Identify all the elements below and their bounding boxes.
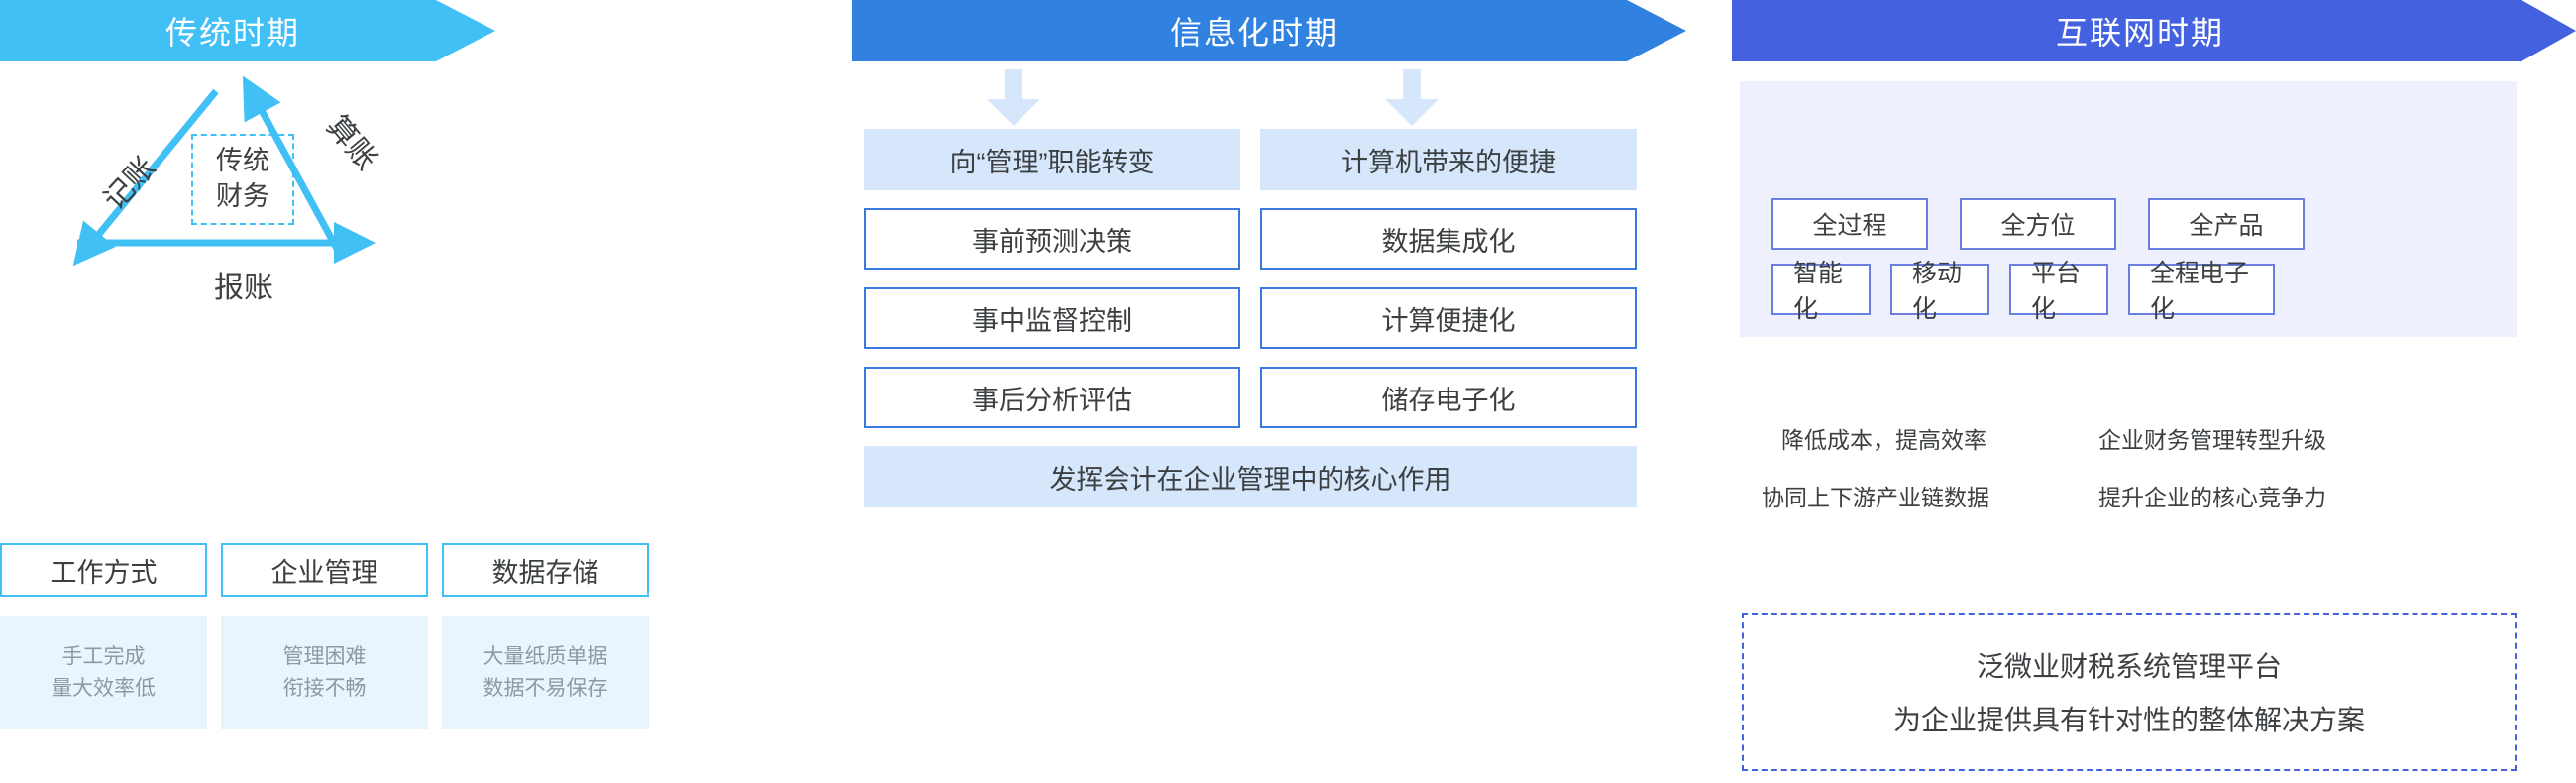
banner-arrow-tip [2522,0,2576,61]
platform-description: 为企业提供具有针对性的整体解决方案 [1892,705,2365,735]
card-sub-line-1: 大量纸质单据 [483,644,608,668]
box-mid-supervision-control: 事中监督控制 [864,287,1240,349]
card-sub-line-1: 管理困难 [282,644,367,668]
tag-all-round: 全方位 [1960,198,2116,250]
banner-arrow-tip [1627,0,1686,61]
card-data-storage: 数据存储 大量纸质单据 数据不易保存 [442,543,649,729]
card-sub-line-2: 数据不易保存 [483,677,608,700]
box-data-integration: 数据集成化 [1260,208,1637,270]
banner-body [852,0,1627,61]
banner-arrow-tip [436,0,495,61]
card-sub: 手工完成 量大效率低 [0,616,207,729]
card-work-mode: 工作方式 手工完成 量大效率低 [0,543,207,729]
internet-tags-row-2: 智能化 移动化 平台化 全程电子化 [1771,260,2275,323]
banner-title-traditional: 传统时期 [164,15,300,51]
tag-full-electronic: 全程电子化 [2128,260,2275,323]
benefit-transformation-upgrade: 企业财务管理转型升级 [2098,427,2326,453]
tag-intelligent: 智能化 [1771,260,1871,323]
card-sub-line-1: 手工完成 [61,644,146,668]
benefit-core-competitiveness: 提升企业的核心竞争力 [2098,485,2326,510]
down-arrow-icon-left [987,69,1040,126]
center-line-2: 财务 [216,181,269,211]
benefit-cost-efficiency: 降低成本，提高效率 [1781,427,1986,453]
card-enterprise-management: 企业管理 管理困难 衔接不畅 [221,543,428,729]
banner-title-informatization: 信息化时期 [1169,15,1339,51]
triangle-center-dashed-box: 传统 财务 [191,134,294,225]
tag-platform: 平台化 [2009,260,2108,323]
arrow-jizhang [72,88,219,267]
triangle-arrows-svg [72,75,376,267]
down-arrow-icon-right [1385,69,1439,126]
card-head: 数据存储 [442,543,649,597]
banner-internet-period: 互联网时期 [1732,0,2576,61]
highlight-computer-convenience: 计算机带来的便捷 [1260,129,1637,190]
tag-all-products: 全产品 [2148,198,2305,250]
box-pre-forecast-decision: 事前预测决策 [864,208,1240,270]
platform-dashed-box: 泛微业财税系统管理平台 为企业提供具有针对性的整体解决方案 [1742,613,2517,771]
triangle-label-baozhang: 报账 [214,272,273,304]
informatization-column: 向“管理”职能转变 计算机带来的便捷 事前预测决策 数据集成化 事中监督控制 计… [864,69,1637,507]
feature-row-3: 事后分析评估 储存电子化 [864,367,1637,428]
arrow-suanzhang [242,75,346,260]
card-sub-line-2: 量大效率低 [52,677,156,700]
down-arrows-row [864,69,1637,129]
card-head: 企业管理 [221,543,428,597]
box-post-analysis-evaluation: 事后分析评估 [864,367,1240,428]
card-sub-line-2: 衔接不畅 [282,677,367,700]
banner-title-internet: 互联网时期 [2055,15,2224,51]
informatization-footer-banner: 发挥会计在企业管理中的核心作用 [864,446,1637,507]
banner-traditional-period: 传统时期 [0,0,495,61]
traditional-finance-triangle: 记账 算账 报账 传统 财务 [0,69,654,317]
highlight-row: 向“管理”职能转变 计算机带来的便捷 [864,129,1637,190]
box-convenient-calculation: 计算便捷化 [1260,287,1637,349]
tag-whole-process: 全过程 [1771,198,1928,250]
feature-row-1: 事前预测决策 数据集成化 [864,208,1637,270]
tag-mobile: 移动化 [1890,260,1989,323]
internet-tags-row-1: 全过程 全方位 全产品 [1771,198,2305,250]
banner-body [0,0,436,61]
card-head: 工作方式 [0,543,207,597]
traditional-cards-row: 工作方式 手工完成 量大效率低 企业管理 管理困难 衔接不畅 数据存储 大量纸质… [0,543,654,729]
benefit-supply-chain-data: 协同上下游产业链数据 [1762,485,1989,510]
feature-row-2: 事中监督控制 计算便捷化 [864,287,1637,349]
banner-body [1732,0,2522,61]
center-line-1: 传统 [216,146,269,176]
card-sub: 管理困难 衔接不畅 [221,616,428,729]
box-electronic-storage: 储存电子化 [1260,367,1637,428]
banner-informatization-period: 信息化时期 [852,0,1686,61]
platform-name: 泛微业财税系统管理平台 [1976,651,2282,682]
highlight-management-function: 向“管理”职能转变 [864,129,1240,190]
card-sub: 大量纸质单据 数据不易保存 [442,616,649,729]
